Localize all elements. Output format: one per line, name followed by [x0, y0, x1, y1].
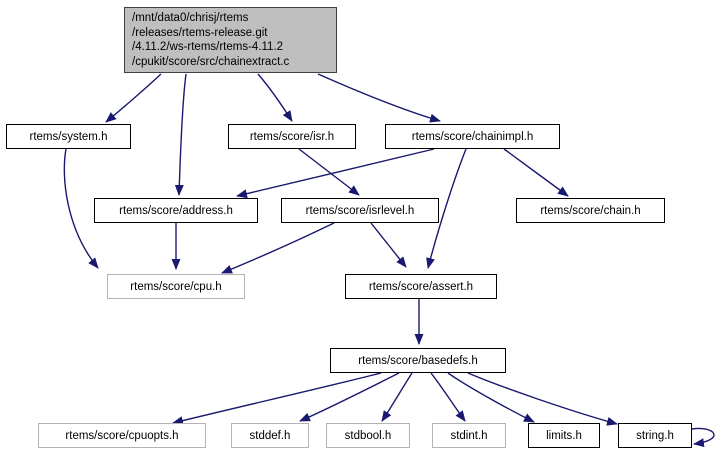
edge-chainimpl-to-address [236, 148, 435, 199]
graph-node-chainimpl[interactable]: rtems/score/chainimpl.h [385, 124, 560, 149]
edge-basedefs-to-stddef [299, 372, 400, 422]
graph-node-isr[interactable]: rtems/score/isr.h [228, 124, 356, 149]
edge-root-to-chainimpl [317, 73, 441, 123]
edge-basedefs-to-cpuopts [172, 372, 382, 425]
edge-basedefs-to-limits [447, 372, 535, 423]
graph-node-cpu[interactable]: rtems/score/cpu.h [107, 274, 245, 299]
graph-node-string[interactable]: string.h [618, 423, 692, 448]
edge-basedefs-to-stdint [430, 372, 466, 422]
graph-node-stdint[interactable]: stdint.h [432, 423, 506, 448]
graph-node-system[interactable]: rtems/system.h [6, 124, 131, 149]
edge-root-to-system [105, 73, 162, 123]
graph-node-root[interactable]: /mnt/data0/chrisj/rtems /releases/rtems-… [124, 7, 337, 73]
graph-node-stddef[interactable]: stddef.h [231, 423, 309, 448]
edge-basedefs-to-string [467, 372, 618, 426]
edge-system-to-cpu [63, 148, 99, 269]
edge-root-to-address [174, 73, 187, 196]
edge-isr-to-isrlevel [298, 148, 360, 196]
graph-node-basedefs[interactable]: rtems/score/basedefs.h [330, 348, 506, 373]
graph-node-cpuopts[interactable]: rtems/score/cpuopts.h [38, 423, 206, 448]
edge-isrlevel-to-cpu [221, 222, 335, 274]
graph-node-isrlevel[interactable]: rtems/score/isrlevel.h [281, 198, 439, 223]
edge-root-to-isr [257, 73, 293, 122]
graph-node-assert[interactable]: rtems/score/assert.h [345, 274, 497, 299]
edge-chainimpl-to-chain [503, 148, 569, 197]
graph-node-chain[interactable]: rtems/score/chain.h [516, 198, 665, 223]
edge-string-to-string [691, 427, 715, 448]
edge-basedefs-to-stdbool [381, 372, 413, 422]
graph-node-stdbool[interactable]: stdbool.h [326, 423, 410, 448]
edge-isrlevel-to-assert [370, 222, 407, 268]
graph-node-limits[interactable]: limits.h [528, 423, 600, 448]
graph-node-address[interactable]: rtems/score/address.h [94, 198, 258, 223]
